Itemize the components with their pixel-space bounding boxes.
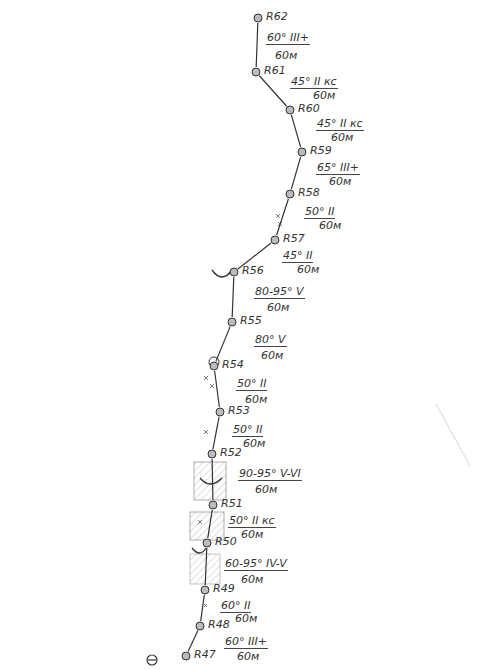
belay-station: R55 — [227, 317, 237, 327]
station-label: R52 — [220, 446, 242, 459]
station-circle — [207, 449, 217, 459]
pitch-grade: 60° II — [220, 600, 251, 613]
station-circle — [270, 235, 280, 245]
pitch-grade: 60° III+ — [266, 32, 310, 45]
pitch-grade: 50° II — [232, 424, 263, 437]
pitch-grade: 50° II — [236, 378, 267, 391]
pitch-length: 60м — [236, 651, 260, 663]
belay-station: R50 — [202, 538, 212, 548]
marker-circle — [147, 655, 157, 665]
route-line — [277, 199, 289, 235]
station-circle — [227, 317, 237, 327]
pitch-length: 60м — [330, 132, 354, 144]
pencil-stroke — [436, 404, 470, 466]
station-circle — [251, 67, 261, 77]
pitch-grade: 50° II кс — [228, 515, 276, 528]
route-line — [205, 548, 207, 585]
belay-station: R54 — [209, 361, 219, 371]
belay-station: R53 — [215, 407, 225, 417]
overhang-symbol — [192, 548, 206, 553]
station-label: R59 — [310, 144, 332, 157]
belay-station: R58 — [285, 189, 295, 199]
pitch-length: 60м — [266, 302, 290, 314]
station-circle — [181, 651, 191, 661]
pitch-grade: 80-95° V — [254, 286, 305, 299]
route-line — [259, 76, 286, 107]
station-circle — [202, 538, 212, 548]
rock-band — [194, 462, 226, 500]
station-label: R58 — [298, 186, 320, 199]
route-line — [232, 277, 234, 317]
station-label: R55 — [240, 314, 262, 327]
station-circle — [297, 147, 307, 157]
pitch-length: 60м — [234, 613, 258, 625]
station-label: R54 — [222, 358, 244, 371]
station-circle — [200, 585, 210, 595]
belay-station: R62 — [253, 13, 263, 23]
station-circle — [208, 500, 218, 510]
pitch-length: 60м — [240, 574, 264, 586]
belay-station: R60 — [285, 105, 295, 115]
pitch-length: 60м — [254, 484, 278, 496]
loose-rock-marks — [198, 214, 282, 607]
station-label: R56 — [242, 264, 264, 277]
belay-station: R49 — [200, 585, 210, 595]
station-label: R48 — [208, 618, 230, 631]
station-label: R51 — [221, 497, 243, 510]
pitch-grade: 80° V — [254, 334, 287, 347]
route-line — [201, 595, 205, 621]
route-line — [208, 510, 212, 538]
pitch-grade: 50° II — [304, 206, 335, 219]
station-label: R50 — [215, 535, 237, 548]
station-circle — [285, 189, 295, 199]
pitch-grade: 60° III+ — [224, 636, 268, 649]
pitch-length: 60м — [296, 264, 320, 276]
route-line — [291, 157, 300, 189]
station-label: R60 — [298, 102, 320, 115]
pitch-grade: 90-95° V-VI — [238, 468, 302, 481]
marker-bar — [148, 659, 156, 660]
station-circle — [195, 621, 205, 631]
pitch-length: 60м — [328, 176, 352, 188]
pitch-length: 60м — [244, 394, 268, 406]
belay-station: R51 — [208, 500, 218, 510]
route-line — [213, 417, 219, 449]
belay-station: R59 — [297, 147, 307, 157]
overhang-symbol — [212, 270, 232, 277]
pitch-grade: 45° II кс — [316, 118, 364, 131]
station-label: R47 — [194, 648, 216, 661]
pitch-grade: 60-95° IV-V — [224, 558, 288, 571]
route-line — [212, 459, 214, 500]
route-line — [256, 23, 258, 67]
station-circle — [285, 105, 295, 115]
route-line — [216, 327, 230, 362]
belay-station: R56 — [229, 267, 239, 277]
belay-station: R57 — [270, 235, 280, 245]
pitch-length: 60м — [312, 90, 336, 102]
pitch-length: 60м — [242, 438, 266, 450]
belay-station: R47 — [181, 651, 191, 661]
overhang-symbol — [200, 478, 222, 484]
route-line — [215, 371, 220, 407]
belay-station: R52 — [207, 449, 217, 459]
pitch-length: 60м — [240, 529, 264, 541]
station-circle — [215, 407, 225, 417]
route-line — [291, 115, 300, 147]
pitch-grade: 45° II — [282, 250, 313, 263]
pitch-grade: 65° III+ — [316, 162, 360, 175]
station-circle — [229, 267, 239, 277]
station-circle — [253, 13, 263, 23]
pitch-length: 60м — [318, 220, 342, 232]
belay-station: R61 — [251, 67, 261, 77]
belay-station: R48 — [195, 621, 205, 631]
pitch-length: 60м — [274, 50, 298, 62]
station-circle — [209, 361, 219, 371]
station-label: R61 — [264, 64, 286, 77]
station-label: R57 — [283, 232, 305, 245]
pitch-grade: 45° II кс — [290, 76, 338, 89]
station-label: R49 — [213, 582, 235, 595]
pitch-length: 60м — [260, 350, 284, 362]
station-label: R62 — [266, 10, 288, 23]
